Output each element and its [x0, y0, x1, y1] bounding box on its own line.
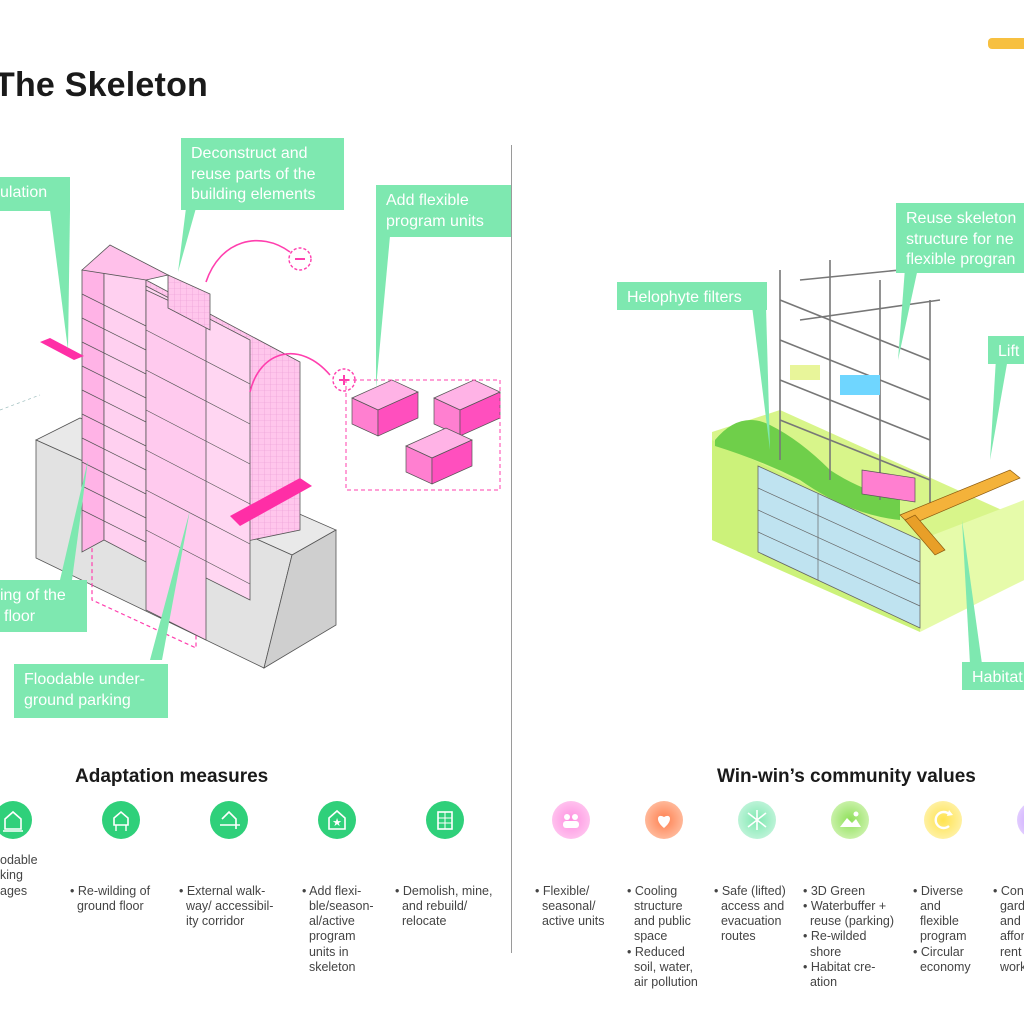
label-lift: Lift: [988, 336, 1024, 364]
community-item-4-text: • 3D Green• Waterbuffer + reuse (parking…: [803, 883, 895, 990]
page-title: The Skeleton: [0, 66, 209, 104]
landscape-icon: [831, 801, 869, 839]
adaptation-item-2-text: • Re-wilding of ground floor: [70, 883, 151, 913]
cycle-icon: [924, 801, 962, 839]
community-item-5-text: • Diverse and flexible program• Circular…: [913, 883, 971, 975]
label-helophyte: Helophyte filters: [617, 282, 767, 310]
label-habitat: Habitat: [962, 662, 1024, 690]
people-icon: [552, 801, 590, 839]
community-item-6-text: • Con gard and affor rent work: [993, 883, 1024, 975]
adaptation-heading: Adaptation measures: [75, 766, 269, 787]
adaptation-item-4-text: • Add flexi- ble/season- al/active progr…: [302, 883, 374, 975]
heart-icon: [645, 801, 683, 839]
label-floodable: Floodable under-ground parking: [14, 664, 168, 718]
star-house-icon: ★: [318, 801, 356, 839]
route-icon: [738, 801, 776, 839]
label-insulation: ulation: [0, 177, 70, 211]
community-heading: Win-win’s community values: [717, 766, 976, 787]
adaptation-item-3-text: • External walk- way/ accessibil- ity co…: [179, 883, 274, 929]
community-item-2-text: • Cooling structure and public space• Re…: [627, 883, 698, 990]
svg-text:★: ★: [332, 816, 342, 829]
walkway-icon: [210, 801, 248, 839]
community-item-3-text: • Safe (lifted) access and evacuation ro…: [714, 883, 786, 944]
house-water-icon: [0, 801, 32, 839]
house-lifted-icon: [102, 801, 140, 839]
habitat-skeleton-diagram: [712, 260, 1024, 664]
adaptation-item-5-text: • Demolish, mine, and rebuild/ relocate: [395, 883, 493, 929]
garden-icon: [1017, 801, 1024, 839]
community-item-1-text: • Flexible/ seasonal/ active units: [535, 883, 605, 929]
building-grid-icon: [426, 801, 464, 839]
skeleton-building-diagram: [0, 208, 501, 669]
accent-bar: [988, 38, 1024, 49]
section-divider: [511, 145, 512, 953]
